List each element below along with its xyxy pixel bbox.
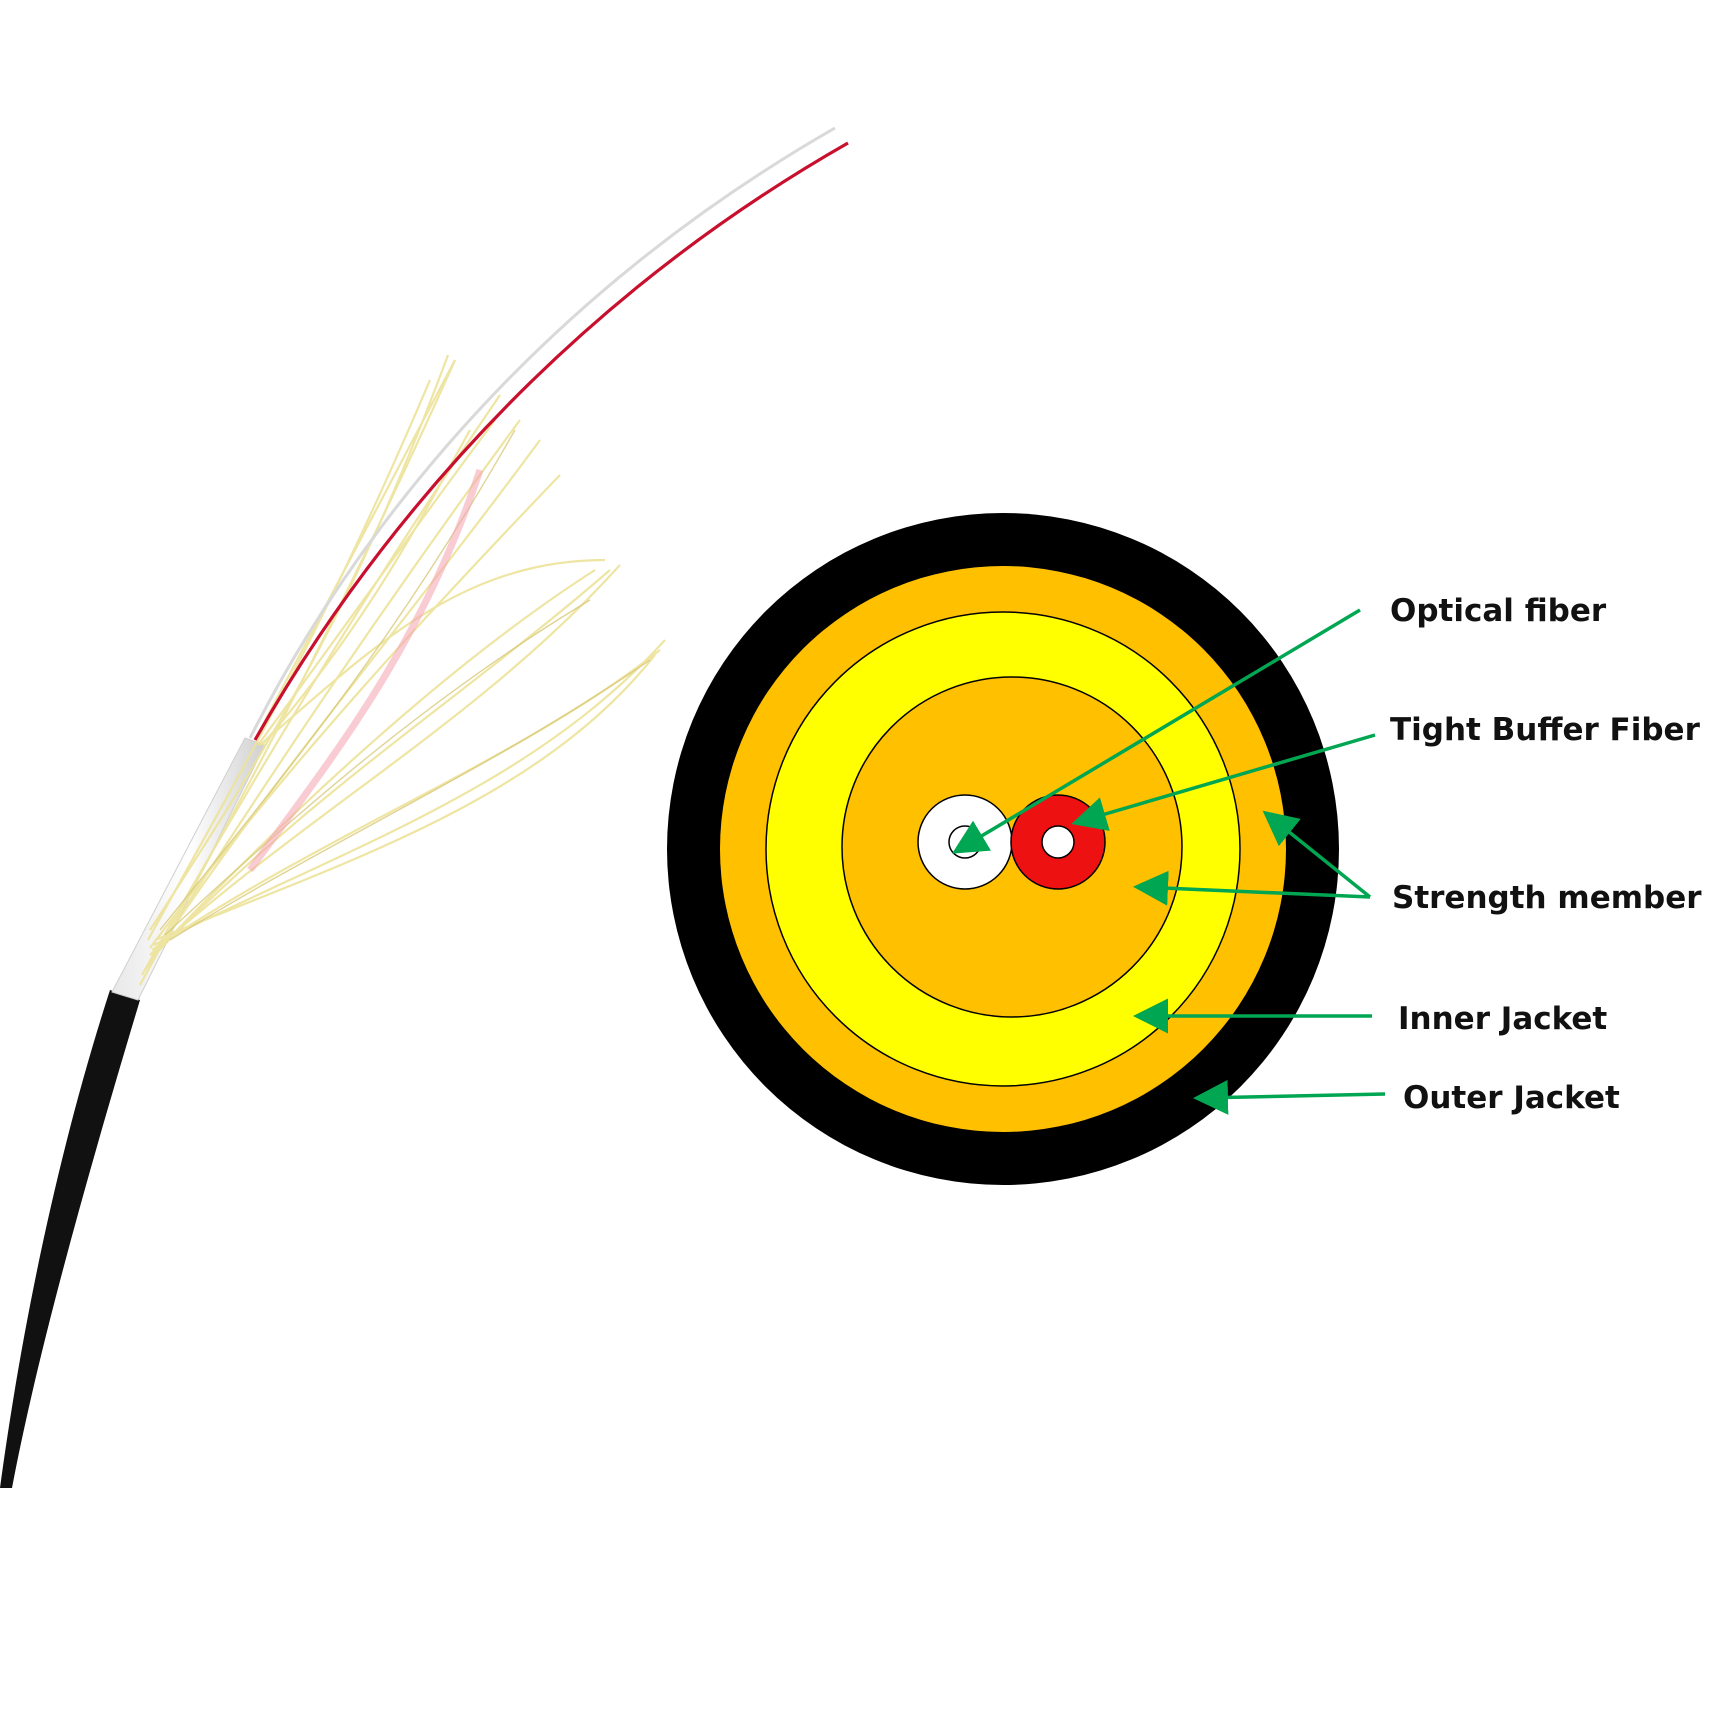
black-cable-jacket <box>0 990 140 1488</box>
label-outer-jacket: Outer Jacket <box>1403 1080 1620 1116</box>
aramid-yarn-strands <box>139 354 666 986</box>
leader-arrows <box>951 608 1386 1115</box>
arrow-strength-member-outer <box>1262 810 1372 899</box>
red-fiber-blur <box>247 468 484 873</box>
label-tight-buffer-fiber: Tight Buffer Fiber <box>1390 712 1701 748</box>
cable-cross-section <box>667 513 1339 1185</box>
white-optical-fiber-core <box>948 825 982 859</box>
arrow-strength-member-inner <box>1133 870 1371 906</box>
red-optical-fiber-core <box>1041 825 1075 859</box>
label-strength-member: Strength member <box>1392 880 1702 916</box>
label-inner-jacket: Inner Jacket <box>1398 1001 1607 1037</box>
white-tight-buffer-strand <box>248 126 836 739</box>
arrow-optical-fiber <box>951 608 1361 854</box>
label-optical-fiber: Optical fiber <box>1390 593 1607 629</box>
red-tight-buffer-strand <box>253 141 849 741</box>
arrow-tight-buffer-fiber <box>1071 733 1376 831</box>
cable-photo-illustration <box>0 126 849 1488</box>
labels: Optical fiber Tight Buffer Fiber Strengt… <box>1390 593 1702 1116</box>
arrow-outer-jacket <box>1193 1079 1386 1115</box>
